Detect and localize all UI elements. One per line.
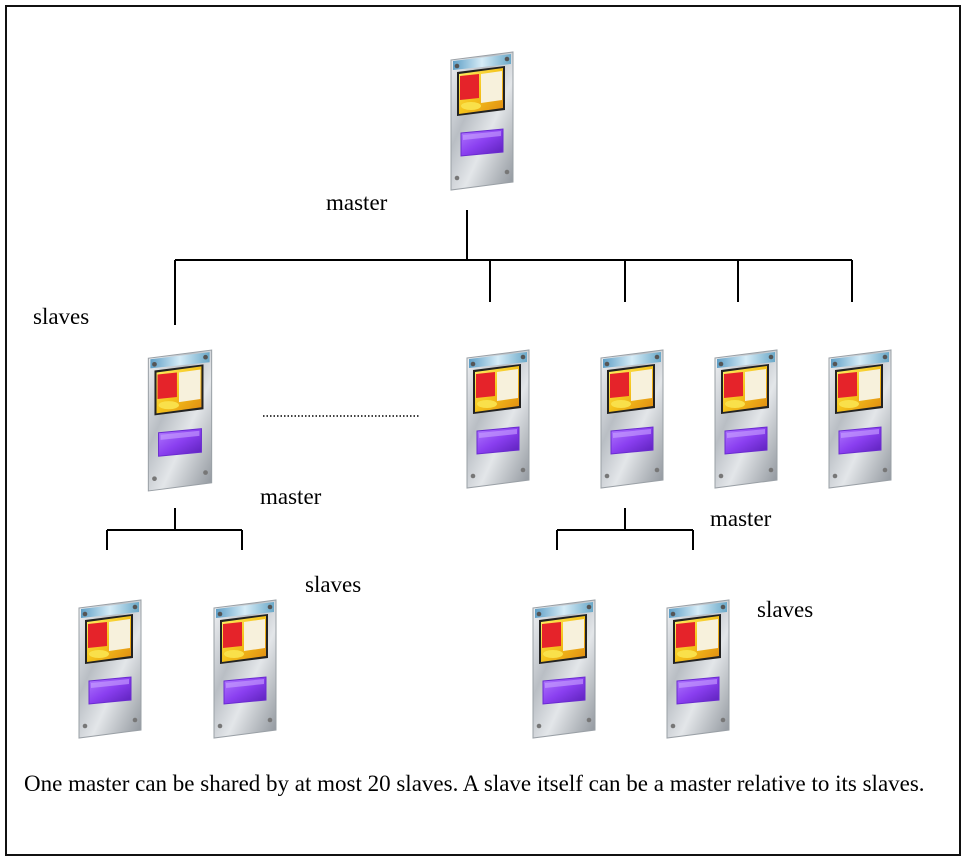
slave-device-1 [141, 348, 219, 493]
sub-slave-device-4 [663, 598, 733, 740]
right-slaves-label: slaves [757, 597, 814, 622]
slave-device-5 [825, 348, 895, 490]
sub-slave-device-3 [529, 598, 599, 740]
slave-device-2 [463, 348, 533, 490]
left-slaves-label: slaves [305, 572, 362, 597]
slave-device-3 [597, 348, 667, 490]
left-master-label: master [260, 484, 322, 509]
diagram-caption: One master can be shared by at most 20 s… [24, 771, 925, 796]
sub-slave-device-1 [75, 598, 145, 740]
top-master-label: master [326, 190, 388, 215]
sub-slave-device-2 [210, 598, 280, 740]
right-master-label: master [710, 506, 772, 531]
slave-device-4 [711, 348, 781, 490]
master-device [443, 50, 521, 192]
top-slaves-label: slaves [33, 304, 90, 329]
